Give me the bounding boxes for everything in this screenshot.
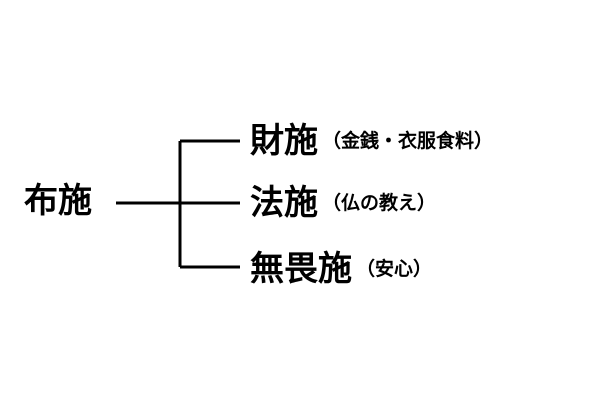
branch-node-3: 無畏施（安心）: [250, 252, 432, 286]
branch-node-1: 財施（金銭・衣服食料）: [250, 124, 493, 158]
branch-3-title: 無畏施: [250, 249, 352, 289]
root-node-label: 布施: [24, 181, 92, 221]
branch-1-title: 財施: [250, 121, 318, 161]
branch-node-2: 法施（仏の教え）: [250, 186, 436, 220]
branch-1-note: （金銭・衣服食料）: [322, 129, 494, 152]
branch-2-note: （仏の教え）: [322, 191, 437, 214]
branch-3-note: （安心）: [356, 257, 433, 280]
branch-2-title: 法施: [250, 183, 318, 223]
